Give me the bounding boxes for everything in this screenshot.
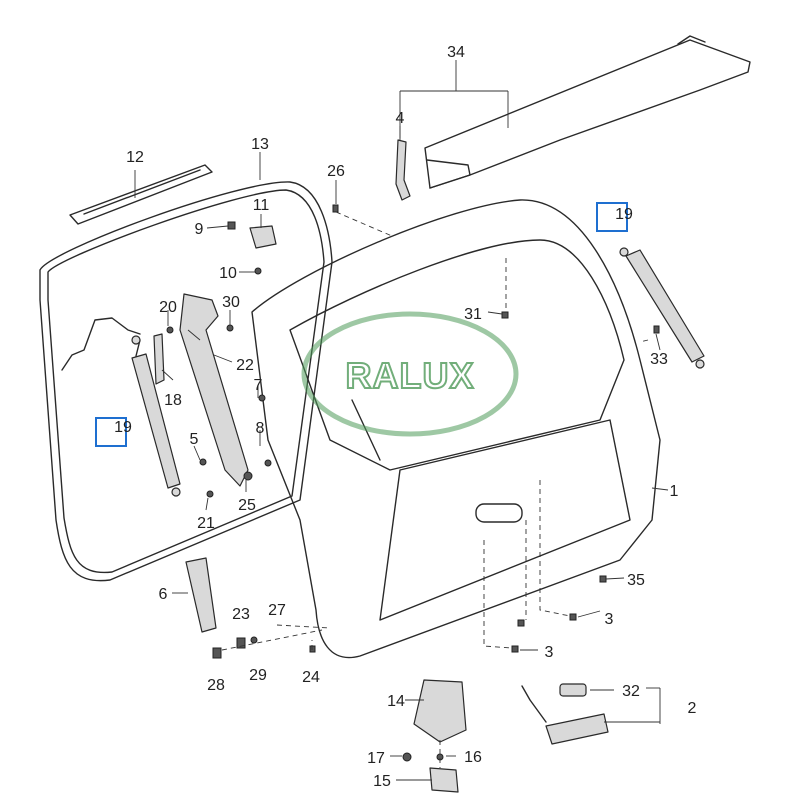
inner-trim-panel-part [179,293,249,487]
callout-19-right: 19 [615,206,633,223]
highlight-box-19-right [596,202,628,232]
callout-1: 1 [670,483,679,500]
spoiler-part [424,35,751,189]
callout-15: 15 [373,773,391,790]
callout-28: 28 [207,677,225,694]
callout-13: 13 [251,136,269,153]
callout-16: 16 [464,749,482,766]
callout-23: 23 [232,606,250,623]
callout-7: 7 [254,377,263,394]
callout-11: 11 [253,197,270,214]
callout-17: 17 [367,750,385,767]
callout-3-upper: 3 [605,611,614,628]
callout-25: 25 [238,497,256,514]
callout-34: 34 [447,44,465,61]
hinge-bracket-part [185,557,217,633]
callout-14: 14 [387,693,405,710]
callout-2: 2 [688,700,697,717]
callout-27: 27 [268,602,286,619]
license-lamp-part [545,713,609,745]
wiring-harness-part [61,317,141,371]
callout-18: 18 [164,392,182,409]
callout-32: 32 [622,683,640,700]
callout-33: 33 [650,351,668,368]
latch-part [413,679,467,743]
actuator-part [249,225,277,249]
left-gas-strut-part [131,335,181,497]
watermark-logo: RALUX [301,311,519,437]
callout-6: 6 [159,586,168,603]
switch-part [559,683,587,697]
callout-29: 29 [249,667,267,684]
highlight-box-19-left [95,417,127,447]
callout-20: 20 [159,299,177,316]
callout-labels: 34 4 12 13 26 11 9 10 19 20 30 31 33 22 … [114,44,696,790]
callout-3-lower: 3 [545,644,554,661]
callout-21: 21 [197,515,215,532]
callout-8: 8 [256,420,265,437]
right-gas-strut-part [619,247,705,369]
leader-lines [134,60,669,781]
callout-5: 5 [190,431,199,448]
assembly-lines [221,211,649,768]
callout-26: 26 [327,163,345,180]
handle-recess-part [475,503,523,523]
bracket-part [153,333,165,385]
callout-4: 4 [396,110,405,127]
liftgate-seal-part [39,181,333,582]
callout-22: 22 [236,357,254,374]
callout-12: 12 [126,149,144,166]
spoiler-clip-part [395,139,411,201]
svg-text:RALUX: RALUX [346,355,475,396]
callout-35: 35 [627,572,645,589]
liftgate-body-part [251,199,661,659]
callout-30: 30 [222,294,240,311]
callout-19-left: 19 [114,419,132,436]
callout-31: 31 [464,306,482,323]
top-weatherstrip-part [69,164,213,225]
callout-24: 24 [302,669,320,686]
callout-9: 9 [195,221,204,238]
callout-10: 10 [219,265,237,282]
